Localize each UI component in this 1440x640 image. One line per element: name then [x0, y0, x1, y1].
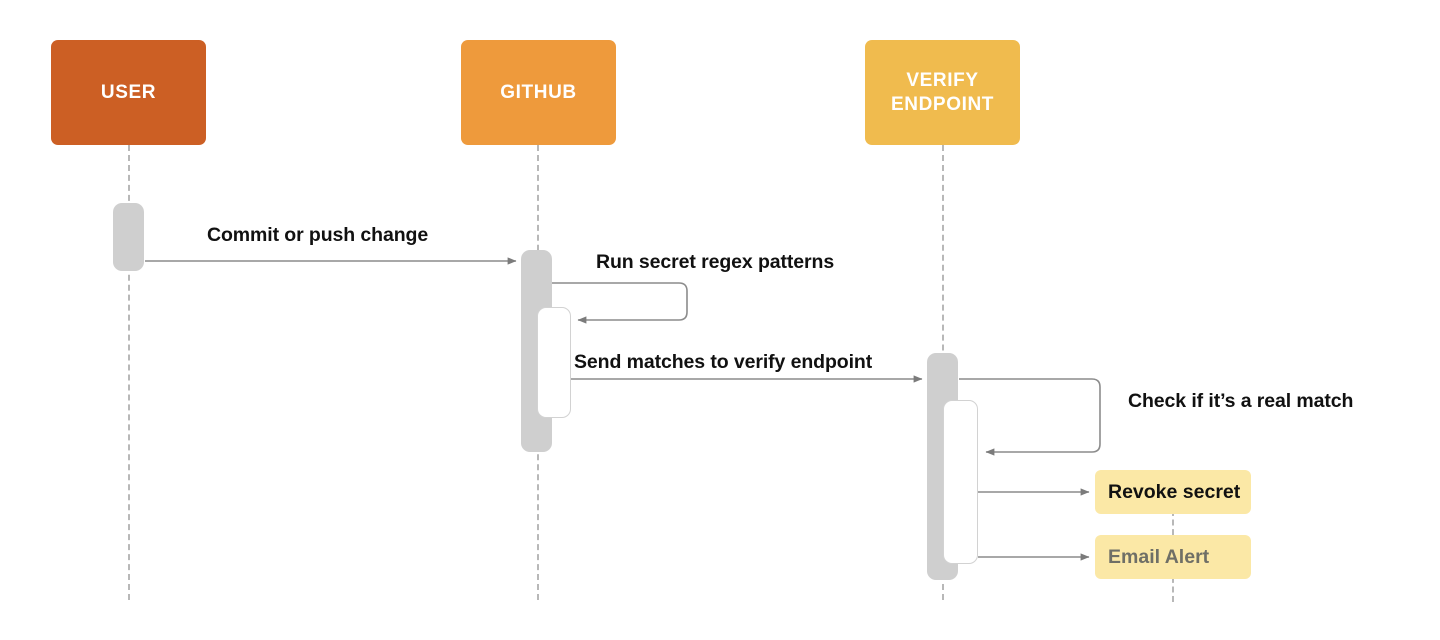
note-label-revoke-secret: Revoke secret: [1108, 480, 1241, 503]
message-label-run-secret-regex-patterns: Run secret regex patterns: [596, 251, 835, 273]
actor-box-user[interactable]: USER: [51, 40, 206, 145]
activation-github-nested: [537, 307, 571, 418]
actor-label-verify-endpoint: VERIFY ENDPOINT: [891, 69, 994, 117]
message-label-commit-or-push-change: Commit or push change: [207, 224, 429, 246]
note-label-email-alert: Email Alert: [1108, 545, 1210, 568]
note-email-alert[interactable]: Email Alert: [1095, 535, 1251, 579]
lifeline-user: [128, 145, 130, 600]
message-label-check-if-its-a-real-match: Check if it’s a real match: [1128, 390, 1354, 412]
actor-label-verify-line1: VERIFY: [906, 69, 979, 91]
actor-label-verify-line2: ENDPOINT: [891, 93, 994, 115]
actor-label-user: USER: [100, 81, 157, 103]
note-revoke-secret[interactable]: Revoke secret: [1095, 470, 1251, 514]
message-label-send-matches-to-verify-endpoint: Send matches to verify endpoint: [574, 351, 873, 373]
actor-box-github[interactable]: GITHUB: [461, 40, 616, 145]
activation-verify-endpoint-nested: [943, 400, 978, 564]
actor-box-verify-endpoint[interactable]: VERIFY ENDPOINT: [865, 40, 1020, 145]
actor-label-github: GITHUB: [500, 81, 577, 103]
arrow-check-if-its-a-real-match: [959, 378, 1101, 456]
arrow-run-secret-regex-patterns: [552, 282, 688, 324]
activation-user: [113, 203, 144, 271]
